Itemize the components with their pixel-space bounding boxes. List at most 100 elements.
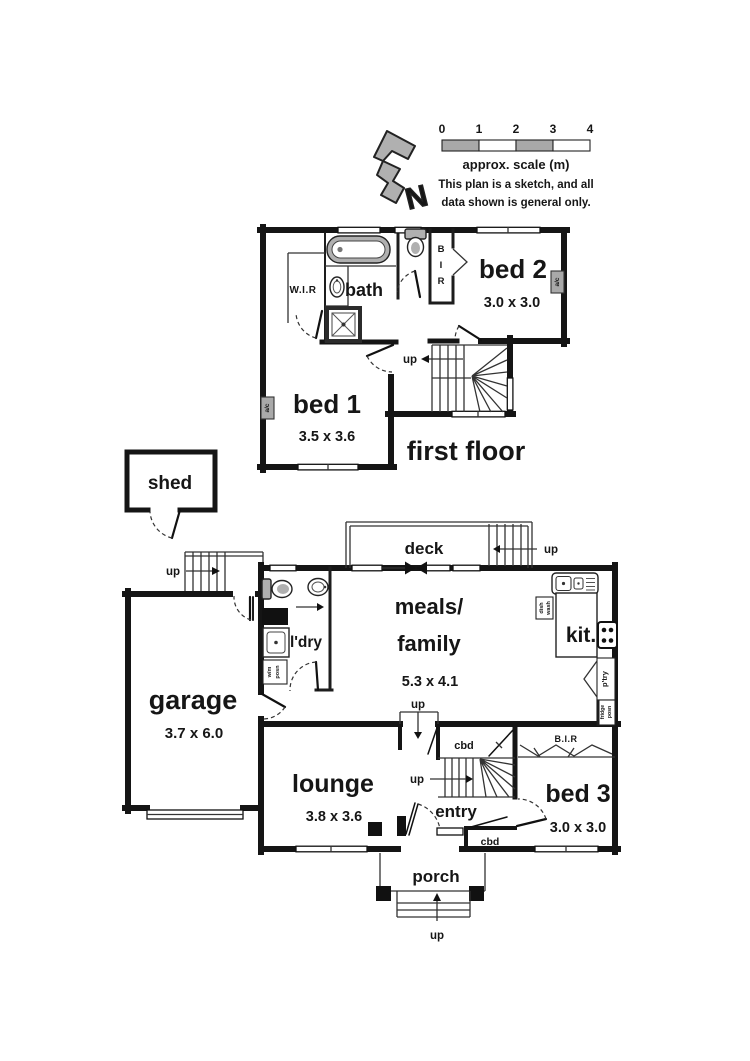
porch-post-right	[469, 886, 484, 901]
shower	[325, 306, 362, 343]
pantry-label: p'try	[600, 670, 609, 687]
ac-unit-bed2: a/c	[550, 270, 565, 294]
wall-pier-lounge	[368, 822, 382, 836]
ground-floor-plan: shed up	[122, 449, 621, 942]
shed: shed	[124, 449, 218, 540]
fridge-position: fridge posn	[596, 699, 616, 726]
bed3-dims: 3.0 x 3.0	[550, 820, 606, 836]
porch-post-left	[376, 886, 391, 901]
first-floor-stairs: up	[403, 344, 508, 413]
kitchen-bench	[555, 592, 598, 658]
ac-bed2-label: a/c	[554, 277, 561, 286]
garage-label: garage	[149, 685, 238, 715]
back-stairs: up	[166, 551, 264, 592]
lounge: lounge 3.8 x 3.6	[292, 770, 374, 825]
ground-floor-windows	[269, 564, 599, 853]
scale-bar: 0 1 2 3 4 approx. scale (m) This plan is…	[438, 122, 593, 209]
deck-label: deck	[405, 539, 444, 558]
porch-label: porch	[412, 867, 459, 886]
first-floor-doors	[295, 269, 483, 373]
disclaimer-line-1: This plan is a sketch, and all	[438, 179, 593, 191]
step-up-label: up	[411, 699, 425, 711]
bathtub	[326, 235, 391, 264]
disclaimer-line-2: data shown is general only.	[441, 197, 590, 209]
meals-family: meals/ family 5.3 x 4.1	[395, 594, 464, 690]
cooktop	[597, 621, 618, 649]
laundry-basin	[307, 577, 329, 597]
wall-pier-entry	[397, 816, 406, 836]
laundry: w/m posn l'dry	[261, 577, 329, 692]
entry: entry cbd	[405, 802, 517, 852]
meals-label-line1: meals/	[395, 594, 464, 619]
laundry-toilet	[261, 578, 293, 600]
lounge-label: lounge	[292, 770, 374, 798]
laundry-label: l'dry	[290, 634, 322, 651]
dishwasher: dish wash	[535, 596, 554, 620]
washing-machine-position: w/m posn	[262, 659, 288, 685]
fridge-line-1: fridge	[600, 705, 606, 720]
pantry: p'try	[583, 657, 616, 701]
meals-dims: 5.3 x 4.1	[402, 674, 458, 690]
bir-letter-r: R	[438, 276, 445, 287]
bir-closet: B I R	[438, 244, 468, 287]
laundry-direction-arrowhead	[317, 603, 324, 611]
porch: porch up	[376, 853, 486, 942]
scale-tick-1: 1	[476, 122, 483, 136]
bed1-label: bed 1	[293, 389, 361, 419]
kitchen-label: kit.	[566, 624, 596, 647]
kitchen: dish wash p'try fridge posn kit.	[535, 572, 618, 726]
entry-sidelight-window	[436, 827, 464, 836]
laundry-bench	[262, 608, 288, 625]
garage-dims: 3.7 x 6.0	[165, 725, 223, 742]
bed3: B.I.R bed 3 3.0 x 3.0	[515, 734, 615, 836]
first-floor-caption: first floor	[407, 436, 526, 466]
bed2-label: bed 2	[479, 254, 547, 284]
deck-up-label: up	[544, 544, 558, 556]
internal-stairs: up cbd	[410, 727, 516, 798]
scale-caption: approx. scale (m)	[463, 157, 570, 172]
scale-tick-0: 0	[439, 122, 446, 136]
north-arrow-icon: N	[373, 130, 432, 217]
back-door	[233, 595, 254, 622]
cbd-entry-label: cbd	[481, 836, 500, 848]
scale-tick-2: 2	[513, 122, 520, 136]
toilet	[404, 228, 427, 258]
internal-step: up	[399, 699, 439, 739]
header: N 0 1 2 3 4 approx. scale (m) This plan …	[373, 122, 594, 217]
bed3-bir-label: B.I.R	[554, 734, 577, 744]
cbd-stairs-label: cbd	[454, 740, 474, 752]
deck-up-arrowhead	[493, 545, 500, 553]
scale-tick-4: 4	[587, 122, 594, 136]
bed2-dims: 3.0 x 3.0	[484, 295, 540, 311]
porch-up-arrowhead	[433, 893, 441, 901]
internal-stairs-arrowhead	[466, 775, 473, 783]
wm-line-1: w/m	[267, 667, 273, 679]
bed3-label: bed 3	[545, 780, 610, 808]
bath-basin	[329, 276, 345, 298]
lounge-dims: 3.8 x 3.6	[306, 809, 362, 825]
ac-unit-bed1: a/c	[260, 396, 275, 420]
entry-label: entry	[435, 802, 477, 821]
shed-label: shed	[148, 473, 192, 494]
first-floor-up-label: up	[403, 354, 417, 366]
kitchen-sink	[551, 572, 599, 595]
back-stairs-up-label: up	[166, 566, 180, 578]
step-arrowhead	[414, 732, 422, 739]
sliding-door-indicator	[405, 561, 427, 575]
garage: garage 3.7 x 6.0	[146, 685, 244, 820]
north-label: N	[402, 179, 431, 216]
garage-hall-door	[260, 692, 287, 720]
bir-letter-i: I	[440, 260, 443, 271]
ac-bed1-label: a/c	[264, 403, 271, 412]
bir-letter-b: B	[438, 244, 445, 255]
deck: deck up	[345, 521, 558, 568]
porch-up-label: up	[430, 930, 444, 942]
meals-label-line2: family	[397, 631, 461, 656]
bed1-dims: 3.5 x 3.6	[299, 429, 355, 445]
stairs-up-label: up	[410, 774, 424, 786]
laundry-trough	[262, 627, 290, 658]
bed3-bir-robe: B.I.R	[518, 734, 615, 758]
bath-label: bath	[345, 280, 383, 300]
dishwasher-line-1: dish	[539, 602, 545, 614]
